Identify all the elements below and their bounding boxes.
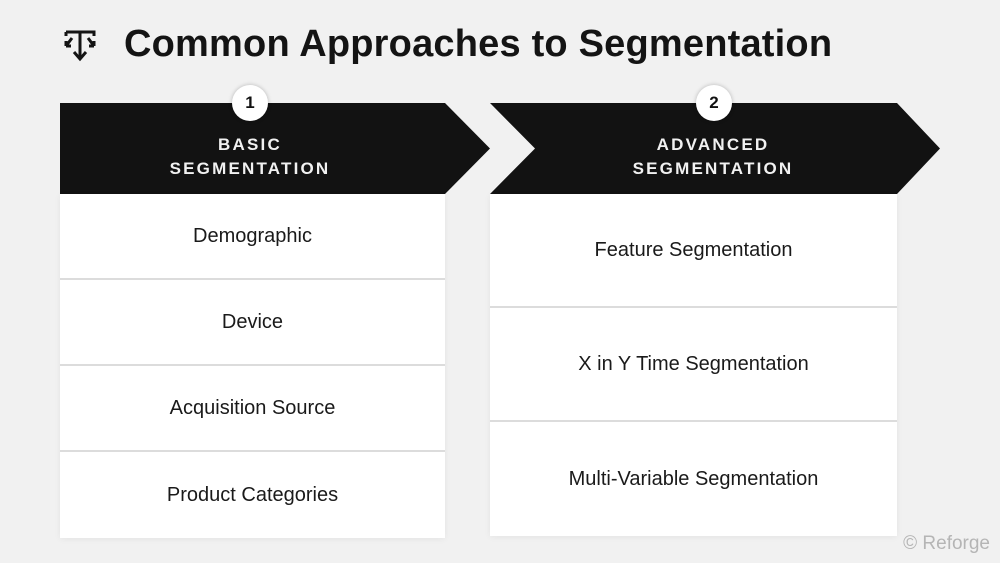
copyright-credit: © Reforge: [903, 533, 990, 554]
chevron-label: ADVANCED SEGMENTATION: [490, 133, 936, 181]
chevron-label: BASIC SEGMENTATION: [60, 133, 440, 181]
list-item: Acquisition Source: [60, 366, 445, 452]
basic-items-list: Demographic Device Acquisition Source Pr…: [60, 194, 445, 538]
page-title: Common Approaches to Segmentation: [124, 22, 833, 65]
list-item: X in Y Time Segmentation: [490, 308, 897, 422]
advanced-items-list: Feature Segmentation X in Y Time Segment…: [490, 194, 897, 536]
list-item: Device: [60, 280, 445, 366]
heading-line-1: ADVANCED: [656, 135, 770, 154]
step-badge: 1: [232, 85, 268, 121]
list-item: Demographic: [60, 194, 445, 280]
title-row: Common Approaches to Segmentation: [62, 18, 832, 70]
heading-line-1: BASIC: [218, 135, 282, 154]
list-item: Product Categories: [166, 483, 339, 506]
basic-segmentation-chevron: BASIC SEGMENTATION: [60, 103, 490, 194]
step-badge: 2: [696, 85, 732, 121]
heading-line-2: SEGMENTATION: [632, 159, 794, 178]
advanced-segmentation-chevron: ADVANCED SEGMENTATION: [490, 103, 940, 194]
heading-line-2: SEGMENTATION: [169, 159, 331, 178]
list-item: Multi-Variable Segmentation: [568, 467, 819, 490]
logo-icon: [64, 30, 96, 62]
list-item: Feature Segmentation: [490, 194, 897, 308]
